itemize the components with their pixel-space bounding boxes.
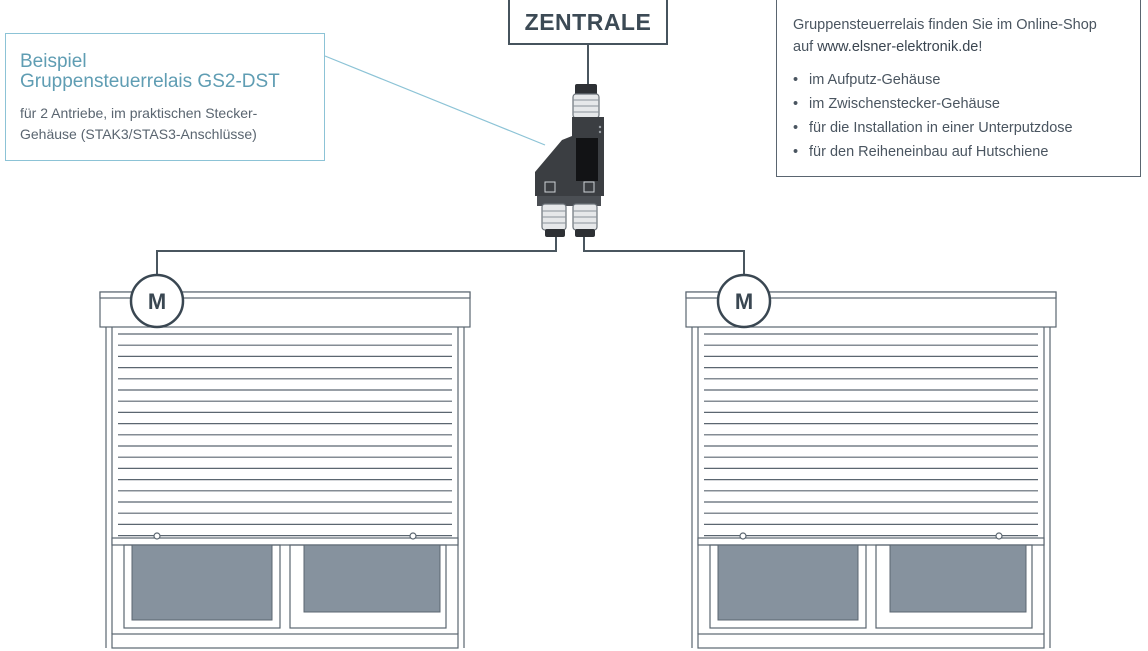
info-box: Gruppensteuerrelais finden Sie im Online… [776, 0, 1141, 177]
callout-description-line1: für 2 Antriebe, im praktischen Stecker- [20, 105, 258, 121]
motor-right-label: M [735, 289, 753, 314]
motor-left: M [129, 273, 185, 329]
info-list-item: • im Zwischenstecker-Gehäuse [793, 92, 1073, 116]
callout-title-line2: Gruppensteuerrelais GS2-DST [20, 71, 280, 92]
central-label: ZENTRALE [524, 9, 652, 35]
info-list: • im Aufputz-Gehäuse • im Zwischenstecker-… [793, 68, 1073, 164]
callout-leader-line [324, 55, 546, 146]
shutter-window-right [685, 291, 1057, 649]
relay-callout-box: Beispiel Gruppensteuerrelais GS2-DST für… [5, 33, 325, 161]
info-item-text: für die Installation in einer Unterputzd… [809, 120, 1073, 136]
central-box: ZENTRALE [508, 0, 668, 45]
info-item-text: für den Reiheneinbau auf Hutschiene [809, 144, 1049, 160]
wire-relay-to-right-motor [583, 236, 745, 276]
info-list-item: • für den Reiheneinbau auf Hutschiene [793, 140, 1073, 164]
motor-left-circle [129, 273, 185, 329]
bullet-icon: • [793, 120, 799, 136]
info-list-item: • im Aufputz-Gehäuse [793, 68, 1073, 92]
relay-device [535, 84, 604, 237]
shop-url-link[interactable]: www.elsner-elektronik.de [817, 39, 979, 55]
motor-left-label: M [148, 289, 166, 314]
wiring [156, 45, 745, 276]
info-line2-prefix: auf [793, 39, 818, 55]
motor-right: M [716, 273, 772, 329]
bullet-icon: • [793, 72, 799, 88]
info-list-item: • für die Installation in einer Unterputz… [793, 116, 1073, 140]
motor-right-circle [716, 273, 772, 329]
callout-description-line2: Gehäuse (STAK3/STAS3-Anschlüsse) [20, 126, 257, 142]
shutter-window-left [99, 291, 471, 649]
info-line1: Gruppensteuerrelais finden Sie im Online… [793, 17, 1097, 33]
info-line2: auf www.elsner-elektronik.de! [793, 38, 982, 57]
bullet-icon: • [793, 144, 799, 160]
info-line2-suffix: ! [978, 39, 983, 55]
callout-title-line1: Beispiel [20, 51, 87, 72]
info-item-text: im Aufputz-Gehäuse [809, 72, 941, 88]
info-item-text: im Zwischenstecker-Gehäuse [809, 96, 1000, 112]
wire-relay-to-left-motor [156, 236, 557, 276]
bullet-icon: • [793, 96, 799, 112]
